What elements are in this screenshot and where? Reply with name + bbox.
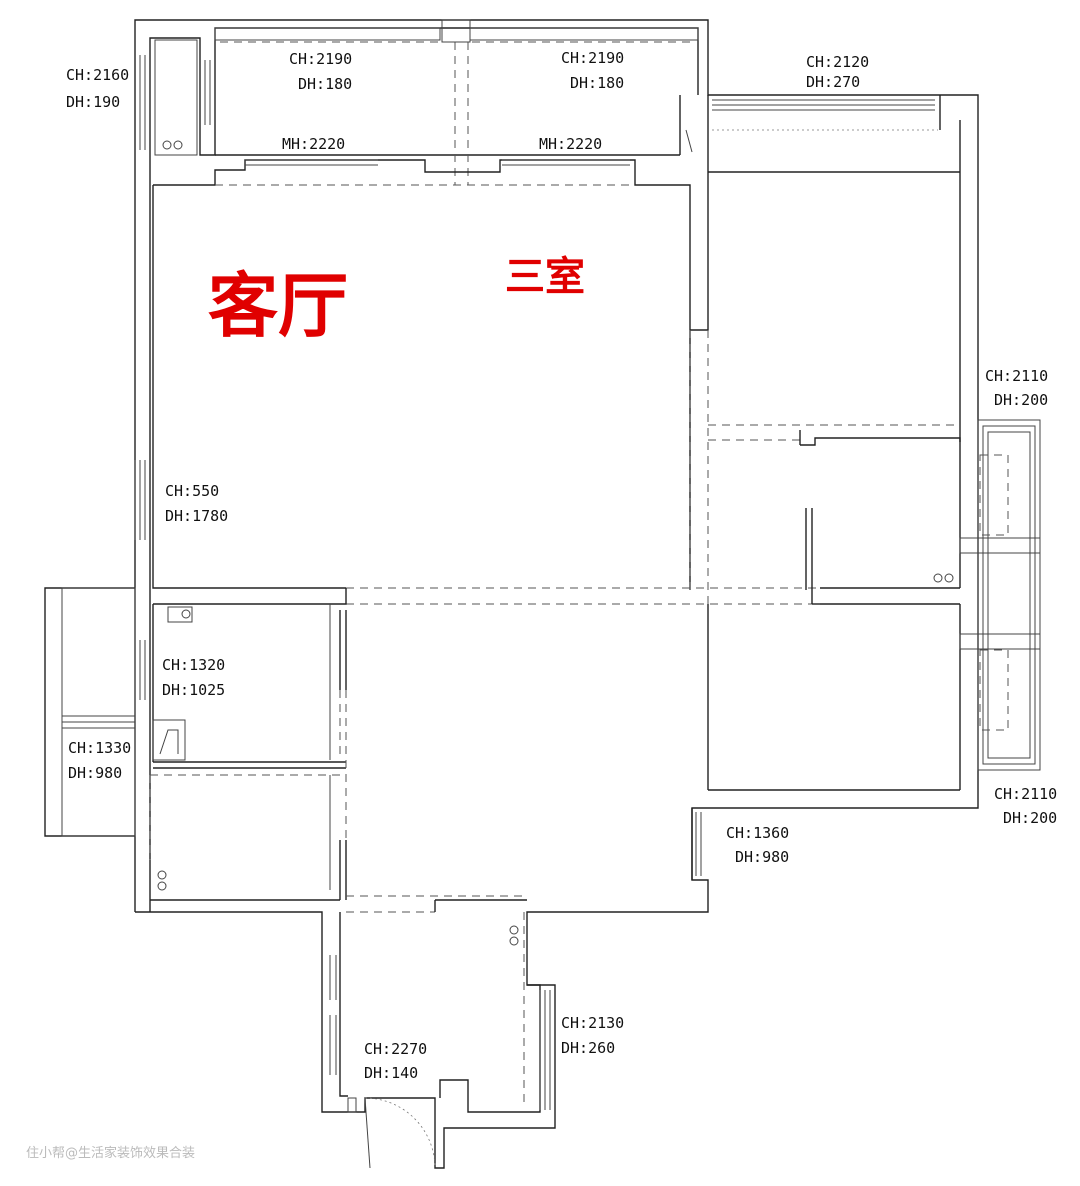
dim-label: DH:200 <box>994 391 1048 409</box>
room-label-living: 客厅 <box>208 265 348 347</box>
entry-area <box>329 955 551 1169</box>
dim-label: CH:1330 <box>68 739 131 757</box>
dim-label: CH:2110 <box>985 367 1048 385</box>
right-rooms <box>689 95 961 791</box>
room-label-third: 三室 <box>505 254 585 300</box>
dim-label: DH:190 <box>66 93 120 111</box>
dim-label: CH:2110 <box>994 785 1057 803</box>
zoning-lines <box>346 808 702 1108</box>
exterior-walls <box>134 19 979 1169</box>
dim-label: MH:2220 <box>539 135 602 153</box>
dim-label: CH:2130 <box>561 1014 624 1032</box>
dim-label: CH:2190 <box>561 49 624 67</box>
dim-label: CH:2190 <box>289 50 352 68</box>
dim-label: CH:2160 <box>66 66 129 84</box>
dim-label: DH:180 <box>298 75 352 93</box>
dim-label: DH:980 <box>735 848 789 866</box>
dim-label: DH:1025 <box>162 681 225 699</box>
top-balcony <box>214 19 699 185</box>
watermark: 住小帮@生活家装饰效果合装 <box>26 1145 195 1161</box>
top-left-shaft <box>139 39 211 156</box>
dim-label: DH:980 <box>68 764 122 782</box>
dim-label: DH:180 <box>570 74 624 92</box>
dim-label: CH:2120 <box>806 53 869 71</box>
dim-label: MH:2220 <box>282 135 345 153</box>
dim-label: CH:2270 <box>364 1040 427 1058</box>
dim-label: CH:1320 <box>162 656 225 674</box>
dim-label: DH:140 <box>364 1064 418 1082</box>
dim-label: DH:1780 <box>165 507 228 525</box>
dim-label: DH:270 <box>806 73 860 91</box>
left-rooms <box>149 588 347 900</box>
dim-label: CH:1360 <box>726 824 789 842</box>
right-bay-windows <box>959 419 1041 771</box>
dim-label: CH:550 <box>165 482 219 500</box>
dim-label: DH:260 <box>561 1039 615 1057</box>
dim-label: DH:200 <box>1003 809 1057 827</box>
main-room-walls <box>134 159 820 605</box>
left-balcony <box>44 587 146 837</box>
